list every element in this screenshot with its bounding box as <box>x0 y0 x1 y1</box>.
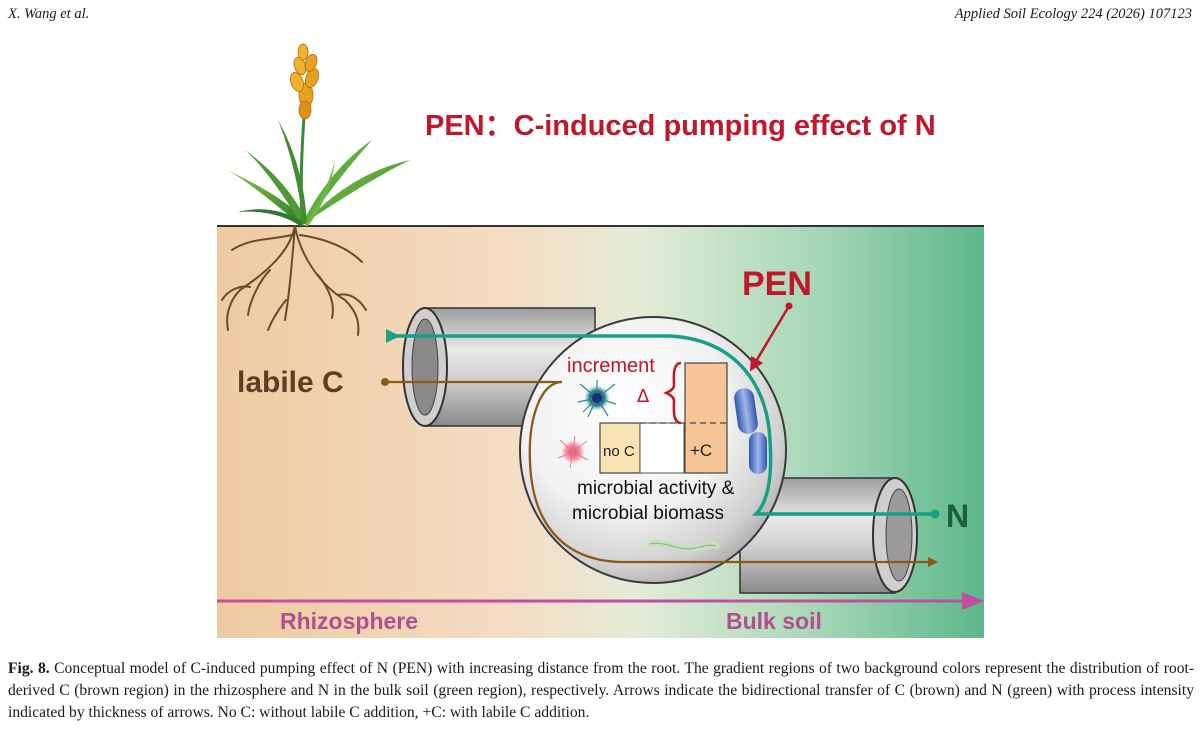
carbon-flow-arrow <box>385 380 938 567</box>
microbial-biomass-label: microbial biomass <box>572 503 724 524</box>
wheat-ear-icon <box>290 43 319 120</box>
plus-c-bar <box>684 362 728 474</box>
header-authors: X. Wang et al. <box>8 6 90 22</box>
plus-c-label: +C <box>690 441 712 460</box>
no-c-bar <box>599 422 641 474</box>
pen-conceptual-figure: PEN：C-induced pumping effect of N no C +… <box>217 43 984 638</box>
delta-symbol: Δ <box>637 386 650 407</box>
fungus-microbe-icon <box>577 380 617 418</box>
worm-icon <box>646 539 720 553</box>
header-journal: Applied Soil Ecology 224 (2026) 107123 <box>954 6 1192 22</box>
pen-pointer-arrow <box>749 305 791 372</box>
pink-microbe-icon <box>557 435 589 469</box>
increment-label: increment <box>567 355 655 377</box>
caption-text: Conceptual model of C-induced pumping ef… <box>8 660 1195 721</box>
running-header: X. Wang et al. Applied Soil Ecology 224 … <box>0 0 1200 30</box>
n-label: N <box>946 498 969 534</box>
increment-brace <box>663 361 682 425</box>
rhizosphere-label: Rhizosphere <box>280 608 418 634</box>
nitrogen-flow-arrow <box>386 329 935 516</box>
no-c-label: no C <box>603 443 635 460</box>
figure-caption: Fig. 8. Conceptual model of C-induced pu… <box>8 658 1194 724</box>
labile-c-label: labile C <box>237 366 344 399</box>
pen-label: PEN <box>742 265 812 303</box>
plant-icon <box>221 43 410 336</box>
caption-label: Fig. 8. <box>8 660 50 677</box>
bulk-soil-label: Bulk soil <box>726 608 822 634</box>
blank-bar <box>639 422 685 474</box>
figure-title: PEN：C-induced pumping effect of N <box>425 110 936 142</box>
biomass-bar-chart <box>599 362 728 474</box>
microbial-activity-label: microbial activity & <box>577 478 735 499</box>
bacteria-rod-icon <box>734 388 767 474</box>
